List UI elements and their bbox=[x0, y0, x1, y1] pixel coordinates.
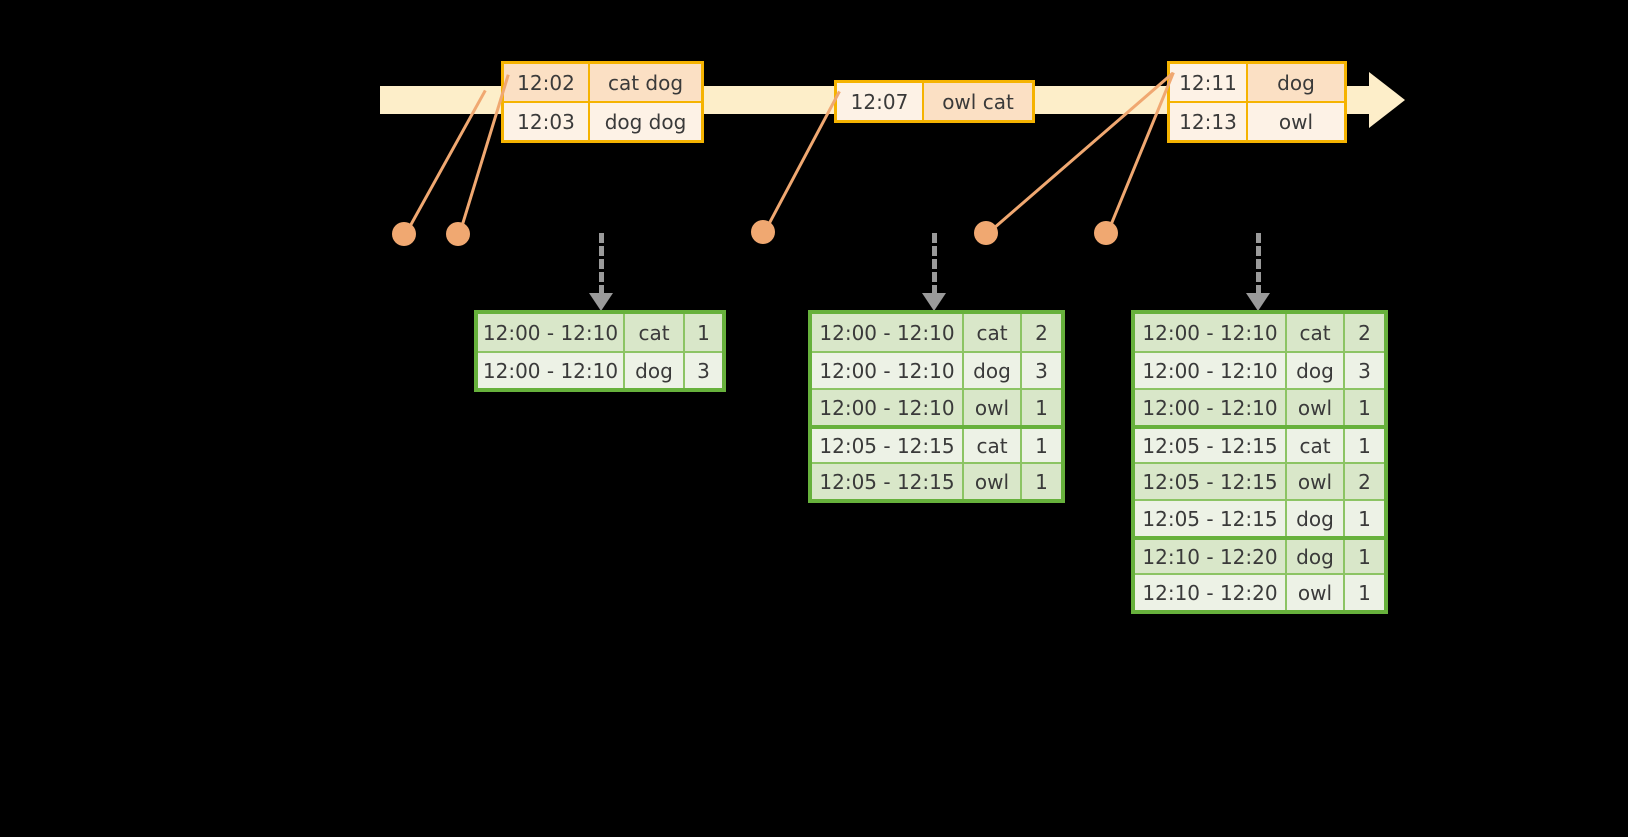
cell-count: 1 bbox=[1343, 390, 1384, 425]
cell-word: cat bbox=[1285, 314, 1343, 351]
cell-window: 12:00 - 12:10 bbox=[1135, 353, 1285, 388]
event-time: 12:11 bbox=[1170, 64, 1246, 101]
event-words: cat dog bbox=[588, 64, 701, 101]
cell-window: 12:00 - 12:10 bbox=[812, 314, 962, 351]
cell-count: 1 bbox=[1343, 429, 1384, 462]
event-time: 12:03 bbox=[504, 103, 588, 140]
cell-word: owl bbox=[1285, 464, 1343, 499]
event-time: 12:02 bbox=[504, 64, 588, 101]
event-row: 12:03 dog dog bbox=[504, 101, 701, 140]
event-group-3: 12:11 dog 12:13 owl bbox=[1167, 61, 1347, 143]
cell-count: 1 bbox=[683, 314, 722, 351]
cell-word: owl bbox=[1285, 575, 1343, 610]
event-words: owl cat bbox=[922, 83, 1032, 120]
event-row: 12:11 dog bbox=[1170, 64, 1344, 101]
emit-arrow-shaft-2 bbox=[932, 233, 937, 295]
cell-word: owl bbox=[962, 390, 1020, 425]
cell-window: 12:00 - 12:10 bbox=[478, 314, 623, 351]
cell-window: 12:05 - 12:15 bbox=[1135, 501, 1285, 536]
cell-word: cat bbox=[1285, 429, 1343, 462]
cell-count: 1 bbox=[1343, 501, 1384, 536]
timeline-arrowhead-icon bbox=[1369, 72, 1405, 128]
event-words: dog bbox=[1246, 64, 1344, 101]
cell-count: 1 bbox=[1343, 540, 1384, 573]
event-group-1: 12:02 cat dog 12:03 dog dog bbox=[501, 61, 704, 143]
cell-word: cat bbox=[962, 429, 1020, 462]
cell-count: 3 bbox=[1020, 353, 1061, 388]
cell-word: dog bbox=[1285, 501, 1343, 536]
cell-window: 12:00 - 12:10 bbox=[478, 353, 623, 388]
cell-count: 2 bbox=[1343, 464, 1384, 499]
event-time: 12:07 bbox=[837, 83, 922, 120]
record-dot bbox=[446, 222, 470, 246]
cell-word: cat bbox=[962, 314, 1020, 351]
event-group-2: 12:07 owl cat bbox=[834, 80, 1035, 123]
cell-count: 2 bbox=[1343, 314, 1384, 351]
cell-count: 1 bbox=[1020, 464, 1061, 499]
cell-window: 12:00 - 12:10 bbox=[812, 390, 962, 425]
cell-word: dog bbox=[962, 353, 1020, 388]
event-words: owl bbox=[1246, 103, 1344, 140]
cell-window: 12:10 - 12:20 bbox=[1135, 540, 1285, 573]
cell-window: 12:05 - 12:15 bbox=[812, 429, 962, 462]
cell-window: 12:05 - 12:15 bbox=[1135, 429, 1285, 462]
cell-window: 12:00 - 12:10 bbox=[812, 353, 962, 388]
cell-count: 3 bbox=[683, 353, 722, 388]
cell-count: 1 bbox=[1020, 390, 1061, 425]
event-words: dog dog bbox=[588, 103, 701, 140]
cell-word: owl bbox=[962, 464, 1020, 499]
emit-arrow-head-2 bbox=[922, 293, 946, 311]
cell-word: dog bbox=[623, 353, 683, 388]
emit-arrow-head-1 bbox=[589, 293, 613, 311]
emit-arrow-head-3 bbox=[1246, 293, 1270, 311]
cell-word: dog bbox=[1285, 540, 1343, 573]
record-dot bbox=[974, 221, 998, 245]
cell-word: cat bbox=[623, 314, 683, 351]
emit-arrow-shaft-3 bbox=[1256, 233, 1261, 295]
record-dot bbox=[1094, 221, 1118, 245]
cell-count: 1 bbox=[1020, 429, 1061, 462]
cell-window: 12:05 - 12:15 bbox=[812, 464, 962, 499]
cell-window: 12:05 - 12:15 bbox=[1135, 464, 1285, 499]
record-dot bbox=[751, 220, 775, 244]
cell-word: owl bbox=[1285, 390, 1343, 425]
cell-window: 12:00 - 12:10 bbox=[1135, 390, 1285, 425]
record-dot bbox=[392, 222, 416, 246]
cell-count: 1 bbox=[1343, 575, 1384, 610]
cell-window: 12:10 - 12:20 bbox=[1135, 575, 1285, 610]
cell-count: 2 bbox=[1020, 314, 1061, 351]
event-time: 12:13 bbox=[1170, 103, 1246, 140]
event-row: 12:02 cat dog bbox=[504, 64, 701, 101]
cell-count: 3 bbox=[1343, 353, 1384, 388]
event-row: 12:07 owl cat bbox=[837, 83, 1032, 120]
event-row: 12:13 owl bbox=[1170, 101, 1344, 140]
cell-window: 12:00 - 12:10 bbox=[1135, 314, 1285, 351]
cell-word: dog bbox=[1285, 353, 1343, 388]
emit-arrow-shaft-1 bbox=[599, 233, 604, 295]
